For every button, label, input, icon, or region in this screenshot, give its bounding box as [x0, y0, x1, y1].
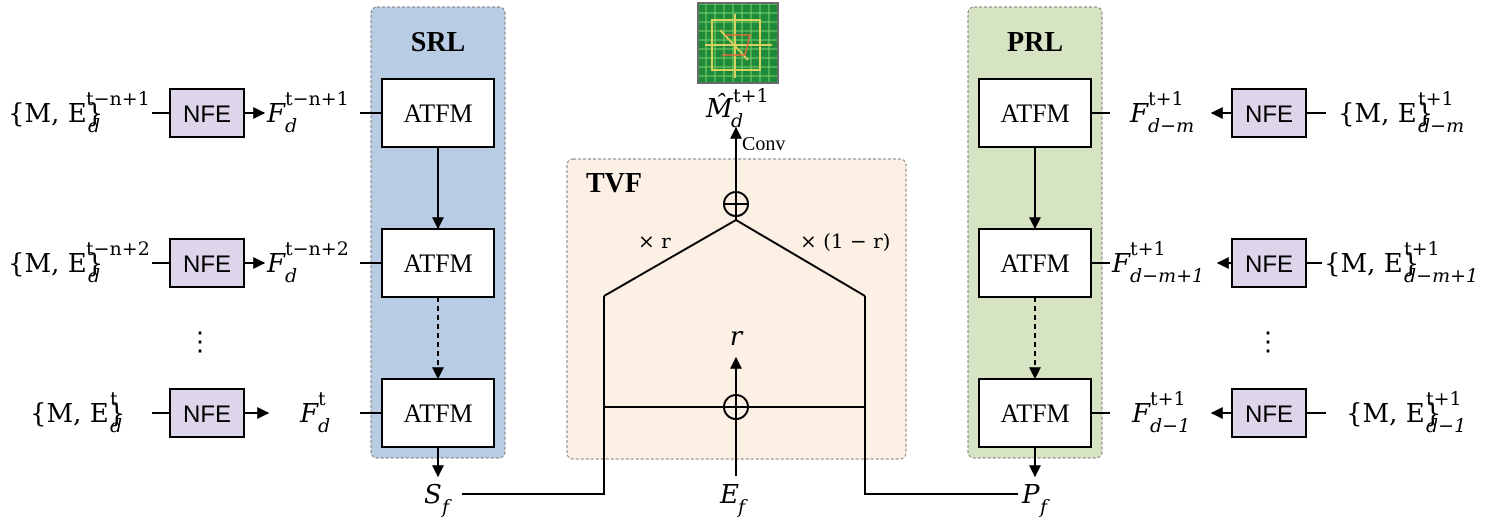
nfe-box-left-2 — [169, 238, 245, 288]
svg-text:d−m+1: d−m+1 — [1130, 265, 1204, 287]
svg-text:NFE: NFE — [183, 251, 231, 278]
svg-text:d: d — [285, 115, 297, 137]
svg-text:ATFM: ATFM — [1000, 249, 1069, 278]
svg-text:t−n+1: t−n+1 — [86, 88, 150, 110]
svg-text:NFE: NFE — [1245, 251, 1293, 278]
atfm-box-left-1 — [381, 78, 495, 148]
right-input-3: {M, E} d−1 t+1 — [1346, 388, 1466, 437]
atfm-box-left-3 — [381, 378, 495, 448]
left-input-3: {M, E} d t — [30, 388, 125, 437]
right-feature-1: F d−m t+1 — [1129, 88, 1194, 137]
atfm-box-right-3 — [978, 378, 1092, 448]
svg-text:{M, E}: {M, E} — [1324, 249, 1419, 279]
left-input-2: {M, E} d t−n+2 — [8, 238, 150, 287]
svg-text:ATFM: ATFM — [1000, 399, 1069, 428]
svg-text:NFE: NFE — [1245, 401, 1293, 428]
nfe-box-left-3 — [169, 388, 245, 438]
svg-text:d: d — [88, 115, 100, 137]
svg-text:t+1: t+1 — [1418, 88, 1454, 110]
nfe-box-right-1 — [1231, 88, 1307, 138]
atfm-box-right-1 — [978, 78, 1092, 148]
svg-text:t+1: t+1 — [1404, 238, 1440, 260]
prl-title: PRL — [1007, 27, 1063, 58]
svg-text:t+1: t+1 — [1130, 238, 1166, 260]
svg-text:F: F — [1131, 399, 1151, 429]
fusion-add-lower — [723, 394, 749, 420]
srl-title: SRL — [411, 27, 465, 58]
svg-text:f: f — [1038, 496, 1050, 518]
svg-text:d−1: d−1 — [1150, 415, 1190, 437]
left-feature-2: F d t−n+2 — [266, 238, 349, 287]
ef-label: E f — [719, 480, 748, 518]
pf-label: P f — [1021, 480, 1050, 518]
right-feature-3: F d−1 t+1 — [1131, 388, 1190, 437]
svg-text:{M, E}: {M, E} — [8, 99, 103, 129]
svg-text:ATFM: ATFM — [1000, 99, 1069, 128]
svg-text:ATFM: ATFM — [403, 399, 472, 428]
svg-text:t: t — [110, 388, 118, 410]
sf-label: S f — [424, 480, 452, 518]
svg-text:d−1: d−1 — [1426, 415, 1466, 437]
svg-text:F: F — [299, 399, 319, 429]
svg-text:E: E — [719, 480, 739, 510]
conv-label: Conv — [742, 133, 785, 155]
svg-text:{M, E}: {M, E} — [1346, 399, 1441, 429]
svg-text:S: S — [424, 480, 442, 510]
right-feature-2: F d−m+1 t+1 — [1111, 238, 1204, 287]
left-feature-3: F d t — [299, 388, 330, 437]
svg-text:d−m: d−m — [1418, 115, 1464, 137]
svg-text:t+1: t+1 — [1148, 88, 1184, 110]
svg-text:t+1: t+1 — [1150, 388, 1186, 410]
svg-text:NFE: NFE — [183, 101, 231, 128]
svg-text:f: f — [440, 496, 452, 518]
left-feature-1: F d t−n+1 — [266, 88, 349, 137]
svg-text:F: F — [1129, 99, 1149, 129]
weight-right-label: × (1 − r) — [800, 229, 890, 253]
svg-text:d: d — [731, 110, 743, 132]
svg-text:d: d — [110, 415, 122, 437]
weight-left-label: × r — [638, 229, 671, 253]
svg-text:{M, E}: {M, E} — [1338, 99, 1433, 129]
svg-text:f: f — [736, 496, 748, 518]
right-input-2: {M, E} d−m+1 t+1 — [1324, 238, 1478, 287]
svg-text:{M, E}: {M, E} — [30, 399, 125, 429]
output-map-label: M̂ d t+1 — [705, 85, 769, 132]
right-ellipsis: ⋮ — [1255, 327, 1281, 357]
svg-text:F: F — [1111, 249, 1131, 279]
svg-text:d: d — [285, 265, 297, 287]
svg-text:t+1: t+1 — [733, 85, 769, 107]
left-input-1: {M, E} d t−n+1 — [8, 88, 150, 137]
svg-text:t−n+2: t−n+2 — [285, 238, 349, 260]
svg-text:d−m+1: d−m+1 — [1404, 265, 1478, 287]
svg-text:t−n+1: t−n+1 — [285, 88, 349, 110]
svg-text:d: d — [318, 415, 330, 437]
atfm-box-left-2 — [381, 228, 495, 298]
svg-text:ATFM: ATFM — [403, 249, 472, 278]
svg-text:F: F — [266, 99, 286, 129]
svg-text:d−m: d−m — [1148, 115, 1194, 137]
svg-text:ATFM: ATFM — [403, 99, 472, 128]
tvf-title: TVF — [586, 168, 642, 199]
output-map-image — [697, 2, 779, 84]
svg-text:NFE: NFE — [183, 401, 231, 428]
r-label: r — [730, 322, 744, 352]
svg-text:d: d — [88, 265, 100, 287]
svg-text:M̂: M̂ — [705, 93, 734, 124]
svg-text:NFE: NFE — [1245, 101, 1293, 128]
fusion-add-upper — [723, 191, 749, 217]
svg-text:t: t — [318, 388, 326, 410]
svg-text:t+1: t+1 — [1426, 388, 1462, 410]
svg-text:t−n+2: t−n+2 — [86, 238, 150, 260]
right-input-1: {M, E} d−m t+1 — [1338, 88, 1464, 137]
svg-text:F: F — [266, 249, 286, 279]
left-ellipsis: ⋮ — [187, 327, 213, 357]
svg-text:{M, E}: {M, E} — [8, 249, 103, 279]
nfe-box-right-2 — [1231, 238, 1307, 288]
svg-text:P: P — [1021, 480, 1040, 510]
